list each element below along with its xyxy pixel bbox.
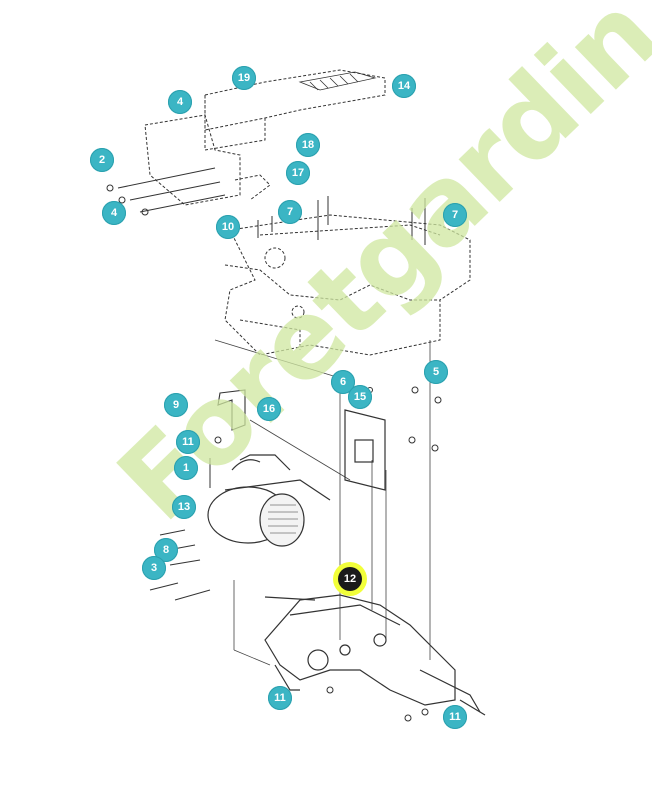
callout-1: 1	[174, 456, 198, 480]
motor	[207, 454, 331, 547]
callout-11: 11	[443, 705, 467, 729]
callout-7: 7	[443, 203, 467, 227]
callout-6: 6	[331, 370, 355, 394]
chassis-frame	[224, 214, 471, 356]
callout-19: 19	[232, 66, 256, 90]
callout-11: 11	[176, 430, 200, 454]
leader-lines	[214, 339, 431, 666]
callout-4: 4	[102, 201, 126, 225]
nuts-bottom	[326, 686, 429, 722]
callout-12: 12	[338, 567, 362, 591]
callout-7: 7	[278, 200, 302, 224]
bolts-top	[257, 196, 426, 245]
callout-14: 14	[392, 74, 416, 98]
screws-left	[106, 167, 226, 216]
nuts-left	[209, 436, 222, 488]
callout-11: 11	[268, 686, 292, 710]
callout-13: 13	[172, 495, 196, 519]
transaxle	[264, 594, 486, 716]
bracket-16	[217, 389, 246, 431]
mounting-plate	[344, 409, 386, 491]
callout-3: 3	[142, 556, 166, 580]
top-fins	[298, 71, 377, 91]
callout-5: 5	[424, 360, 448, 384]
callout-17: 17	[286, 161, 310, 185]
callout-18: 18	[296, 133, 320, 157]
callout-10: 10	[216, 215, 240, 239]
callout-15: 15	[348, 385, 372, 409]
callout-2: 2	[90, 148, 114, 172]
callout-4: 4	[168, 90, 192, 114]
callout-9: 9	[164, 393, 188, 417]
callout-16: 16	[257, 397, 281, 421]
